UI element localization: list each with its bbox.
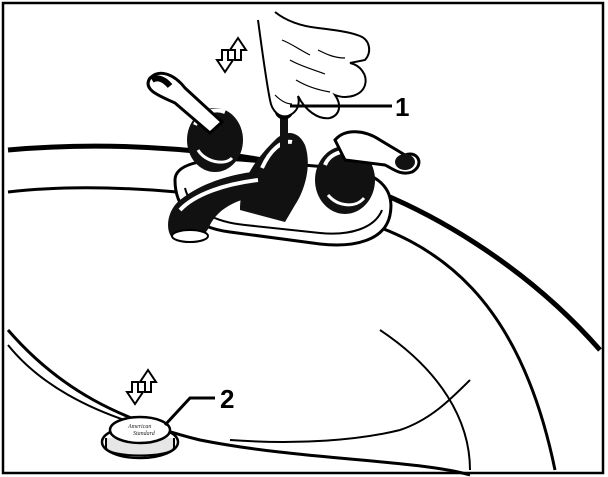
spout-body: [240, 133, 308, 222]
arrow-up-icon: [228, 36, 248, 61]
arrow-up-icon: [138, 368, 158, 393]
arrow-down-icon: [125, 381, 145, 406]
callout-2-label: 2: [220, 384, 234, 414]
left-handle: [146, 71, 225, 136]
drain-logo-line2: Standard: [133, 431, 156, 437]
spout-aerator: [171, 229, 209, 243]
hand-outline: [257, 11, 371, 120]
lift-rod-motion-arrows: [215, 36, 248, 74]
bowl-line-front: [229, 429, 401, 443]
callout-1-label: 1: [395, 92, 409, 122]
callout-2-leader: [163, 396, 215, 427]
faucet: [146, 71, 421, 247]
stopper-motion-arrows: [125, 368, 158, 406]
callout-1: 1: [290, 92, 409, 122]
stopper-cap: [108, 415, 172, 445]
bowl-line-right: [379, 329, 471, 471]
arrow-down-icon: [215, 49, 235, 74]
spout-arm: [168, 170, 270, 243]
bowl-line-lower: [6, 329, 471, 477]
drain-stopper: American Standard: [100, 415, 180, 460]
lift-rod: [280, 112, 288, 152]
callout-2: 2: [163, 384, 234, 427]
drain-logo-line1: American: [127, 424, 151, 430]
hand: [257, 11, 371, 120]
bowl-line-curve: [399, 379, 471, 431]
